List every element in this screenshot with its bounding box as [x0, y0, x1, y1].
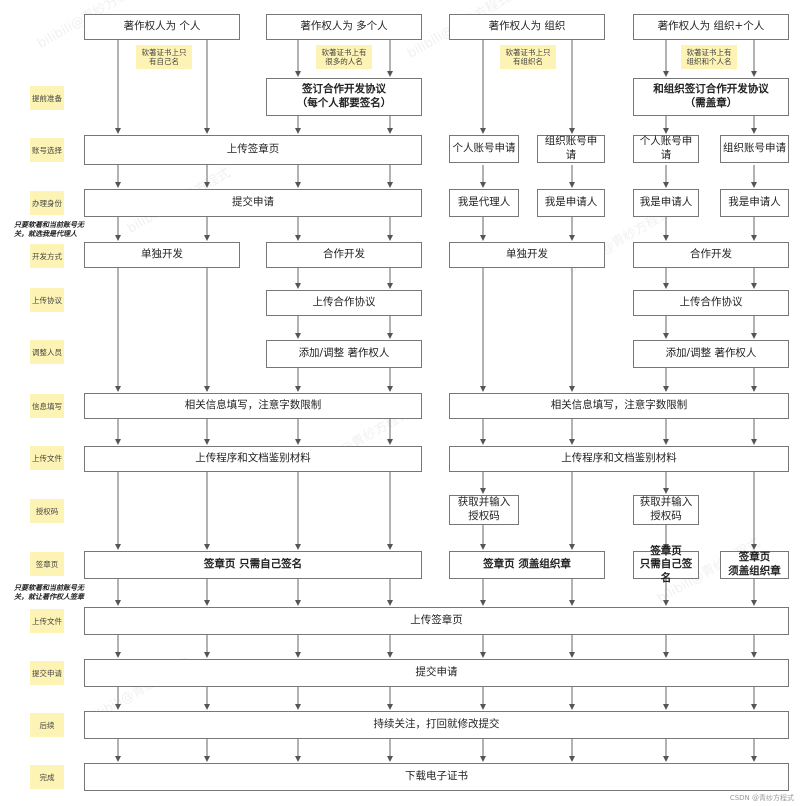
box-upload-files-left: 上传程序和文档鉴别材料	[84, 446, 422, 472]
side-label-follow-up: 后续	[30, 713, 64, 737]
box-identity-agent: 我是代理人	[449, 189, 519, 217]
box-dev-single-2: 单独开发	[449, 242, 605, 268]
side-label-done: 完成	[30, 765, 64, 789]
note-agent-hint: 只要软著和当前账号无 关，就选我是代理人	[14, 221, 84, 238]
box-identity-applicant-2: 我是申请人	[633, 189, 699, 217]
box-account-org-2: 组织账号申请	[720, 135, 789, 163]
side-label-upload-files-2: 上传文件	[30, 609, 64, 633]
box-upload-sign-page-top: 上传签章页	[84, 135, 422, 165]
side-label-info: 信息填写	[30, 394, 64, 418]
box-sign-org-stamp: 签章页 须盖组织章	[720, 551, 789, 579]
box-sign-org: 签章页 须盖组织章	[449, 551, 605, 579]
box-upload-files-right: 上传程序和文档鉴别材料	[449, 446, 789, 472]
box-upload-agreement-2: 上传合作协议	[633, 290, 789, 316]
header-multi-person: 著作权人为 多个人	[266, 14, 422, 40]
credit: CSDN @青纱方程式	[729, 794, 794, 802]
box-dev-single-1: 单独开发	[84, 242, 240, 268]
note-org-person: 软著证书上有 组织和个人名	[681, 45, 737, 69]
side-label-prepare: 提前准备	[30, 86, 64, 110]
box-auth-code-1: 获取并输入 授权码	[449, 495, 519, 525]
header-personal: 著作权人为 个人	[84, 14, 240, 40]
header-org: 著作权人为 组织	[449, 14, 605, 40]
box-submit-final: 提交申请	[84, 659, 789, 687]
side-label-adjust: 调整人员	[30, 340, 64, 364]
side-label-identity: 办理身份	[30, 191, 64, 215]
box-info-left: 相关信息填写，注意字数限制	[84, 393, 422, 419]
box-adjust-2: 添加/调整 著作权人	[633, 340, 789, 368]
side-label-upload-agreement: 上传协议	[30, 288, 64, 312]
header-org-person: 著作权人为 组织+个人	[633, 14, 789, 40]
box-identity-applicant-1: 我是申请人	[537, 189, 605, 217]
side-label-upload-files: 上传文件	[30, 446, 64, 470]
box-account-org-1: 组织账号申请	[537, 135, 605, 163]
box-account-personal-2: 个人账号申请	[633, 135, 699, 163]
box-upload-agreement-1: 上传合作协议	[266, 290, 422, 316]
note-personal: 软著证书上只 有自己名	[136, 45, 192, 69]
box-identity-applicant-3: 我是申请人	[720, 189, 789, 217]
box-agreement-multi: 签订合作开发协议 （每个人都要签名）	[266, 78, 422, 116]
box-upload-sign-page: 上传签章页	[84, 607, 789, 635]
note-multi-person: 软著证书上有 很多的人名	[316, 45, 372, 69]
box-info-right: 相关信息填写，注意字数限制	[449, 393, 789, 419]
box-adjust-1: 添加/调整 著作权人	[266, 340, 422, 368]
note-org: 软著证书上只 有组织名	[500, 45, 556, 69]
box-dev-coop-1: 合作开发	[266, 242, 422, 268]
side-label-submit: 提交申请	[30, 661, 64, 685]
box-auth-code-2: 获取并输入 授权码	[633, 495, 699, 525]
box-sign-left: 签章页 只需自己签名	[84, 551, 422, 579]
side-label-sign-page: 签章页	[30, 552, 64, 576]
side-label-account: 账号选择	[30, 138, 64, 162]
box-sign-self: 签章页 只需自己签名	[633, 545, 699, 584]
box-download: 下载电子证书	[84, 763, 789, 791]
box-agreement-org: 和组织签订合作开发协议 （需盖章）	[633, 78, 789, 116]
note-sign-hint: 只要软著和当前账号无 关，就让著作权人签章	[14, 584, 84, 601]
side-label-dev-mode: 开发方式	[30, 244, 64, 268]
box-follow-up: 持续关注，打回就修改提交	[84, 711, 789, 739]
box-submit-top: 提交申请	[84, 189, 422, 217]
box-account-personal-1: 个人账号申请	[449, 135, 519, 163]
side-label-auth-code: 授权码	[30, 499, 64, 523]
box-dev-coop-2: 合作开发	[633, 242, 789, 268]
